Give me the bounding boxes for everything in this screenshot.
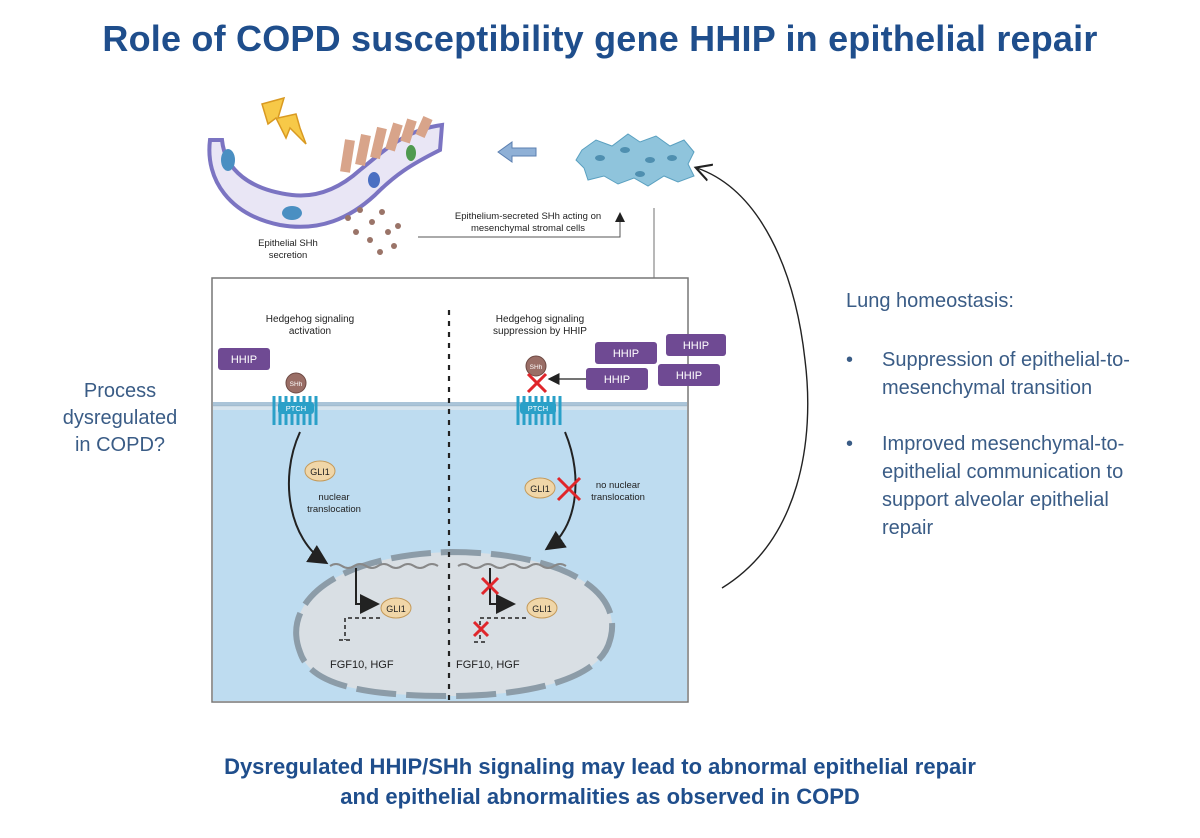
block-x-icon: [480, 576, 500, 596]
hhip-protein: HHIP: [218, 348, 270, 370]
gli1-label: GLI1: [310, 467, 330, 477]
ptch-label: PTCH: [286, 404, 306, 413]
lightning-icon: [261, 96, 307, 145]
block-x-icon: [556, 476, 582, 502]
mesenchymal-label: Epithelium-secreted SHh acting on: [455, 211, 601, 222]
conclusion-line: and epithelial abnormalities as observed…: [340, 784, 860, 809]
target-genes-label: FGF10, HGF: [330, 659, 394, 671]
dna-strand: [329, 563, 439, 569]
bullet-line: Improved mesenchymal-to-: [882, 433, 1125, 455]
right-heading: suppression by HHIP: [493, 326, 587, 337]
gli1-nuclear: GLI1: [526, 597, 558, 619]
hhip-label: HHIP: [613, 348, 639, 360]
left-heading: activation: [289, 326, 331, 337]
hhip-protein: HHIP: [658, 364, 720, 386]
block-x-icon: [472, 620, 490, 638]
homeostasis-heading: Lung homeostasis:: [846, 290, 1014, 312]
homeostasis-bullet: • Suppression of epithelial-to- mesenchy…: [846, 346, 1186, 402]
mesenchymal-label: mesenchymal stromal cells: [471, 223, 585, 234]
hhip-protein: HHIP: [586, 368, 648, 390]
shh-ligand: SHh: [525, 355, 547, 377]
bullet-dot-icon: •: [846, 349, 854, 371]
translocation-label: translocation: [591, 492, 645, 503]
hhip-label: HHIP: [231, 354, 257, 366]
left-heading: Hedgehog signaling: [266, 314, 354, 325]
hhip-label: HHIP: [604, 374, 630, 386]
conclusion-line: Dysregulated HHIP/SHh signaling may lead…: [224, 754, 976, 779]
side-question-line: Process: [83, 380, 157, 402]
signal-bracket-arrow: [418, 212, 625, 238]
block-x-icon: [526, 372, 548, 394]
translocation-label: no nuclear: [596, 480, 640, 491]
bullet-line: Suppression of epithelial-to-: [882, 349, 1130, 371]
shh-secretion-dots: [345, 207, 401, 255]
bullet-dot-icon: •: [846, 433, 854, 455]
epithelium-illustration: [207, 115, 445, 229]
side-question-line: in COPD?: [74, 434, 166, 456]
feedback-curve-arrow: [697, 168, 809, 589]
shh-ligand: SHh: [285, 372, 307, 394]
bullet-line: support alveolar epithelial: [882, 489, 1109, 511]
bullet-line: mesenchymal transition: [882, 377, 1093, 399]
ptch-receptor: PTCH: [516, 396, 562, 425]
target-activation-line: [474, 617, 526, 643]
hhip-label: HHIP: [683, 340, 709, 352]
epithelial-secretion-label: secretion: [269, 250, 308, 261]
ptch-label: PTCH: [528, 404, 548, 413]
bullet-line: repair: [882, 517, 934, 539]
target-genes-label: FGF10, HGF: [456, 659, 520, 671]
side-question: Process dysregulated in COPD?: [30, 378, 210, 459]
slide-title: Role of COPD susceptibility gene HHIP in…: [102, 18, 1098, 59]
shh-label: SHh: [290, 381, 303, 388]
mesenchymal-cells-illustration: [575, 133, 695, 187]
hhip-protein: HHIP: [595, 342, 657, 364]
gli1-label: GLI1: [530, 484, 550, 494]
dna-strand: [457, 563, 567, 569]
side-question-line: dysregulated: [62, 407, 178, 429]
gli1-nuclear-label: GLI1: [532, 604, 552, 614]
shh-label: SHh: [530, 364, 543, 371]
transcription-arrow: [489, 568, 516, 614]
gli1-protein: GLI1: [524, 477, 556, 499]
left-arrow-icon: [497, 141, 537, 163]
homeostasis-bullet: • Improved mesenchymal-to- epithelial co…: [846, 430, 1186, 542]
target-activation-line: [339, 617, 380, 641]
gli1-protein: GLI1: [304, 460, 336, 482]
translocation-arrow: [288, 431, 329, 565]
conclusion: Dysregulated HHIP/SHh signaling may lead…: [0, 752, 1200, 812]
hhip-protein: HHIP: [666, 334, 726, 356]
translocation-label: nuclear: [318, 492, 349, 503]
transcription-arrow: [355, 568, 380, 614]
gli1-nuclear-label: GLI1: [386, 604, 406, 614]
right-heading: Hedgehog signaling: [496, 314, 584, 325]
bullet-text: Suppression of epithelial-to- mesenchyma…: [882, 346, 1182, 402]
ptch-receptor: PTCH: [272, 396, 318, 425]
epithelial-secretion-label: Epithelial SHh: [258, 238, 318, 249]
translocation-arrow: [544, 431, 577, 551]
bullet-text: Improved mesenchymal-to- epithelial comm…: [882, 430, 1182, 542]
translocation-label: translocation: [307, 504, 361, 515]
gli1-nuclear: GLI1: [380, 597, 412, 619]
nucleus: [293, 548, 615, 700]
bullet-line: epithelial communication to: [882, 461, 1124, 483]
hhip-label: HHIP: [676, 370, 702, 382]
